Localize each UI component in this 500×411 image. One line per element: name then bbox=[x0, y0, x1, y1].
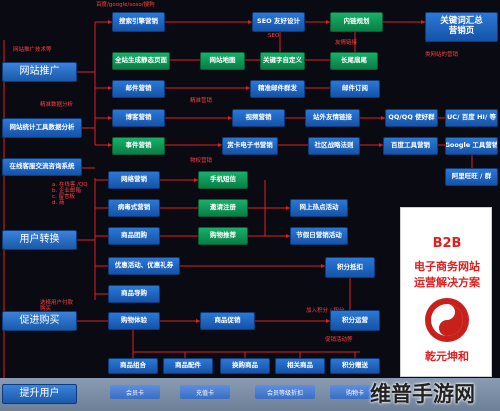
brand-logo-icon bbox=[425, 298, 469, 342]
hot-activity-box[interactable]: 网上热点活动 bbox=[290, 199, 348, 217]
member-card-button[interactable]: 会员卡 bbox=[110, 385, 160, 399]
aliwangwang-box[interactable]: 阿里旺旺 / 群 bbox=[445, 168, 498, 186]
internal-link-box[interactable]: 内链规划 bbox=[330, 12, 383, 32]
label-site-promotion-tech: 网站推广技术等 bbox=[13, 47, 52, 53]
top-label: 百度/google/soso/搜狗 bbox=[96, 2, 155, 8]
purchase-recommend-box[interactable]: 购物推荐 bbox=[198, 227, 248, 245]
exchange-goods-box[interactable]: 换购商品 bbox=[220, 358, 270, 374]
email-subscription-box[interactable]: 邮件订阅 bbox=[330, 80, 380, 98]
product-promotion-box[interactable]: 商品促销 bbox=[200, 312, 255, 330]
baidu-tools-box[interactable]: 百度工具营销 bbox=[383, 137, 438, 155]
panel-line1: 电子商务网站 bbox=[414, 260, 480, 273]
keyword-summary-box[interactable]: 关键词汇总 营销页 bbox=[425, 12, 498, 42]
long-tail-box[interactable]: 长尾扇尾 bbox=[330, 52, 378, 70]
invite-register-box[interactable]: 邀请注册 bbox=[198, 199, 248, 217]
recharge-card-button[interactable]: 充值卡 bbox=[180, 385, 230, 399]
label-friendly-link: 友情链接 bbox=[335, 40, 358, 46]
label-site-category: 类网站的营销 bbox=[425, 52, 459, 58]
outside-links-box[interactable]: 站外友情链接 bbox=[305, 109, 360, 127]
web-marketing-box[interactable]: 网络营销 bbox=[108, 171, 160, 189]
ebook-marketing-box[interactable]: 赏卡电子书营销 bbox=[222, 137, 278, 155]
google-tools-box[interactable]: Google 工具营销 bbox=[445, 137, 498, 155]
points-operation-box[interactable]: 积分运营 bbox=[330, 310, 380, 331]
improve-users-category[interactable]: 提升用户 bbox=[2, 384, 77, 404]
precise-email-box[interactable]: 精准邮件群发 bbox=[250, 80, 305, 98]
email-marketing-box[interactable]: 邮件营销 bbox=[112, 80, 165, 98]
shopping-card-button[interactable]: 购物卡 bbox=[330, 385, 380, 399]
watermark: 维普手游网 bbox=[370, 382, 475, 406]
online-service-category[interactable]: 在线客服交流咨询系统 bbox=[2, 158, 82, 176]
site-map-box[interactable]: 网站地图 bbox=[200, 52, 245, 70]
stats-tool-category[interactable]: 网站统计工具数据分析 bbox=[2, 118, 82, 138]
shopping-experience-box[interactable]: 购物体验 bbox=[108, 312, 160, 330]
label-precise-analysis: 精准数据分析 bbox=[40, 102, 74, 108]
panel-b2b: B2B bbox=[432, 236, 462, 251]
label-online-qq: a. 在线客 /QQ b. 企业邮箱 c. 留言板 d. 商 bbox=[52, 182, 88, 207]
seo-friendly-design-box[interactable]: SEO 友好设计 bbox=[252, 12, 305, 32]
member-level-button[interactable]: 会员等级折扣 bbox=[255, 385, 315, 399]
label-seo: SEO bbox=[268, 33, 280, 39]
label-precise-marketing: 精准营销 bbox=[190, 98, 213, 104]
community-strategy-box[interactable]: 社区战略法则 bbox=[308, 137, 360, 155]
product-combo-box[interactable]: 商品组合 bbox=[108, 358, 158, 374]
event-marketing-box[interactable]: 事件营销 bbox=[112, 137, 165, 155]
phone-sms-box[interactable]: 手机短信 bbox=[198, 171, 248, 189]
holiday-activity-box[interactable]: 节假日营销活动 bbox=[290, 227, 348, 245]
label-join-gifts: 加入积分 / 积分 bbox=[306, 308, 345, 314]
panel-line2: 运营解决方案 bbox=[414, 276, 480, 289]
viral-marketing-box[interactable]: 病毒式营销 bbox=[108, 199, 160, 217]
points-deduct-box[interactable]: 积分抵扣 bbox=[325, 257, 375, 278]
qq-group-box[interactable]: QQ/QQ 使好群 bbox=[385, 109, 438, 127]
solution-panel: B2B 电子商务网站 运营解决方案 乾元坤和 bbox=[400, 207, 492, 377]
promote-purchase-category[interactable]: 促进购买 bbox=[2, 311, 77, 331]
product-accessories-box[interactable]: 商品配件 bbox=[163, 358, 213, 374]
label-select-pay: 选择用户付款 购买 bbox=[40, 300, 74, 313]
keyword-custom-box[interactable]: 关键字自定义 bbox=[260, 52, 305, 70]
static-pages-box[interactable]: 全站生成静态页面 bbox=[112, 52, 170, 70]
search-engine-marketing-box[interactable]: 搜索引擎营销 bbox=[112, 12, 165, 32]
product-guide-box[interactable]: 商品导购 bbox=[108, 285, 160, 303]
video-marketing-box[interactable]: 视频营销 bbox=[232, 109, 285, 127]
site-promotion-category[interactable]: 网站推广 bbox=[2, 62, 77, 82]
coupons-box[interactable]: 优惠活动、优惠礼券 bbox=[108, 257, 180, 275]
points-gift-box[interactable]: 积分赠送 bbox=[330, 358, 380, 374]
blog-marketing-box[interactable]: 博客营销 bbox=[112, 109, 165, 127]
group-buy-box[interactable]: 商品团购 bbox=[108, 227, 160, 245]
uc-baidu-hi-box[interactable]: UC/ 百度 HI/ 等 bbox=[445, 109, 498, 127]
label-promotion: 促销活动等 bbox=[325, 337, 353, 343]
footer-bar: 提升用户 会员卡 充值卡 会员等级折扣 购物卡 bbox=[0, 378, 500, 411]
related-goods-box[interactable]: 相关商品 bbox=[275, 358, 325, 374]
label-community-ops: 物权营销 bbox=[190, 158, 213, 164]
panel-brand: 乾元坤和 bbox=[425, 350, 469, 363]
user-conversion-category[interactable]: 用户转换 bbox=[2, 230, 77, 250]
